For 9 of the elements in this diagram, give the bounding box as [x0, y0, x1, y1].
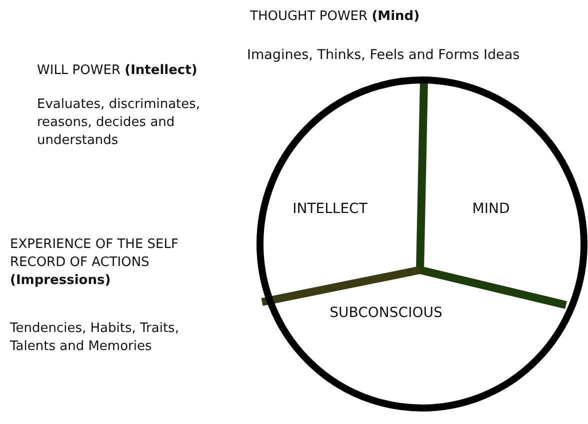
description-text: Tendencies, Habits, Traits, Talents and Memories — [10, 320, 180, 356]
sector-label: INTELLECT — [270, 200, 390, 218]
sector-label: MIND — [456, 200, 526, 218]
description-text: Imagines, Thinks, Feels and Forms Ideas — [247, 46, 520, 64]
heading-text: EXPERIENCE OF THE SELF RECORD OF ACTIONS (Impressions) — [10, 236, 180, 290]
heading-text: WILL POWER (Intellect) — [37, 62, 198, 80]
heading-text: THOUGHT POWER (Mind) — [250, 8, 420, 26]
sector-label: SUBCONSCIOUS — [316, 304, 456, 322]
description-text: Evaluates, discriminates, reasons, decides and understands — [37, 96, 202, 150]
